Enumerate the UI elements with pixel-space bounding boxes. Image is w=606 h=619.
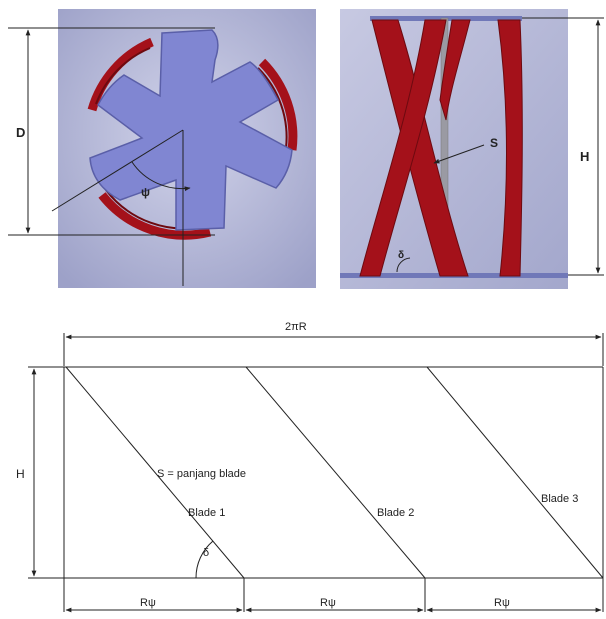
top-view-panel: D ψ	[8, 9, 316, 288]
segment-3-label: Rψ	[494, 597, 510, 609]
segment-2-label: Rψ	[320, 597, 336, 609]
blade-length-label: S	[490, 136, 498, 150]
height-dimension-top	[522, 17, 604, 276]
angle-psi-label: ψ	[141, 185, 150, 199]
blade-2-line	[245, 366, 426, 579]
blade-1-line	[65, 366, 245, 579]
angle-delta-label-bottom: δ	[203, 547, 209, 559]
blade-1-label: Blade 1	[188, 507, 225, 519]
height-label-top: H	[580, 149, 589, 164]
rotor-cross-section	[89, 29, 293, 231]
angle-delta-arc-bottom	[195, 540, 214, 579]
blade-3-label: Blade 3	[541, 493, 578, 505]
angle-delta-label: δ	[398, 250, 404, 261]
diameter-dimension	[8, 27, 215, 236]
circumference-dimension	[63, 333, 604, 366]
blade-lines	[65, 366, 604, 579]
blade-length-pointer	[433, 144, 485, 164]
height-label-bottom: H	[16, 467, 25, 481]
angle-psi-lines	[51, 129, 191, 286]
diameter-label: D	[16, 125, 25, 140]
segment-1-label: Rψ	[140, 597, 156, 609]
unrolled-development: 2πR H S = panjang blade Blade 1 Blade 2 …	[16, 321, 604, 613]
blade-2-label: Blade 2	[377, 507, 414, 519]
angle-delta-arc	[396, 257, 411, 273]
development-frame	[28, 366, 604, 612]
helical-blades	[359, 19, 523, 277]
blade-3-line	[426, 366, 604, 579]
circumference-label: 2πR	[285, 321, 307, 333]
blade-length-caption: S = panjang blade	[157, 468, 246, 480]
side-view-panel: S δ H	[340, 9, 604, 289]
